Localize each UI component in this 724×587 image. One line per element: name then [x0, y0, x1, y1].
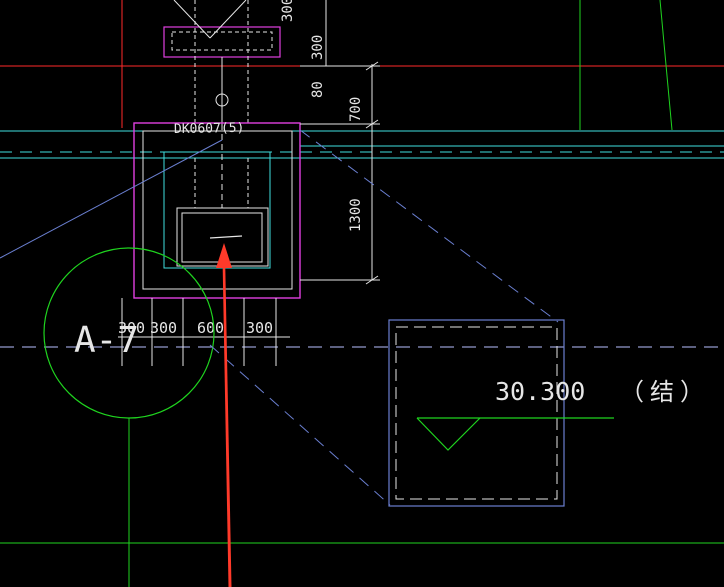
detail-box[interactable] — [388, 319, 565, 507]
dimension-h-3: 600 — [197, 319, 224, 337]
dimension-h-4: 300 — [246, 319, 273, 337]
elevation-value: 30.300 — [495, 377, 585, 406]
vertical-dimensions — [300, 0, 380, 285]
elevation-symbol — [416, 417, 614, 451]
elevation-suffix: （结） — [620, 378, 710, 406]
dimension-300-top-a: 300 — [280, 0, 296, 22]
dimension-700: 700 — [348, 97, 364, 122]
dimension-300-top-b: 300 — [310, 35, 326, 60]
component-id-label: DK0607(5) — [174, 121, 245, 137]
dimension-80: 80 — [310, 81, 326, 98]
pit-element[interactable] — [133, 122, 301, 299]
beam-lines — [0, 130, 724, 159]
red-arrow — [216, 243, 232, 587]
grid-bubble-label: A-7 — [74, 320, 139, 361]
label-leader-line — [0, 139, 223, 259]
section-projection-lines — [209, 129, 559, 506]
green-axis-diagonal-right — [659, 0, 673, 131]
top-element — [163, 0, 281, 124]
dimension-h-2: 300 — [150, 319, 177, 337]
horizontal-dimensions — [118, 298, 290, 366]
dimension-1300: 1300 — [348, 198, 364, 232]
grid-bubble[interactable] — [43, 247, 215, 419]
dimension-h-1: 300 — [118, 319, 145, 337]
